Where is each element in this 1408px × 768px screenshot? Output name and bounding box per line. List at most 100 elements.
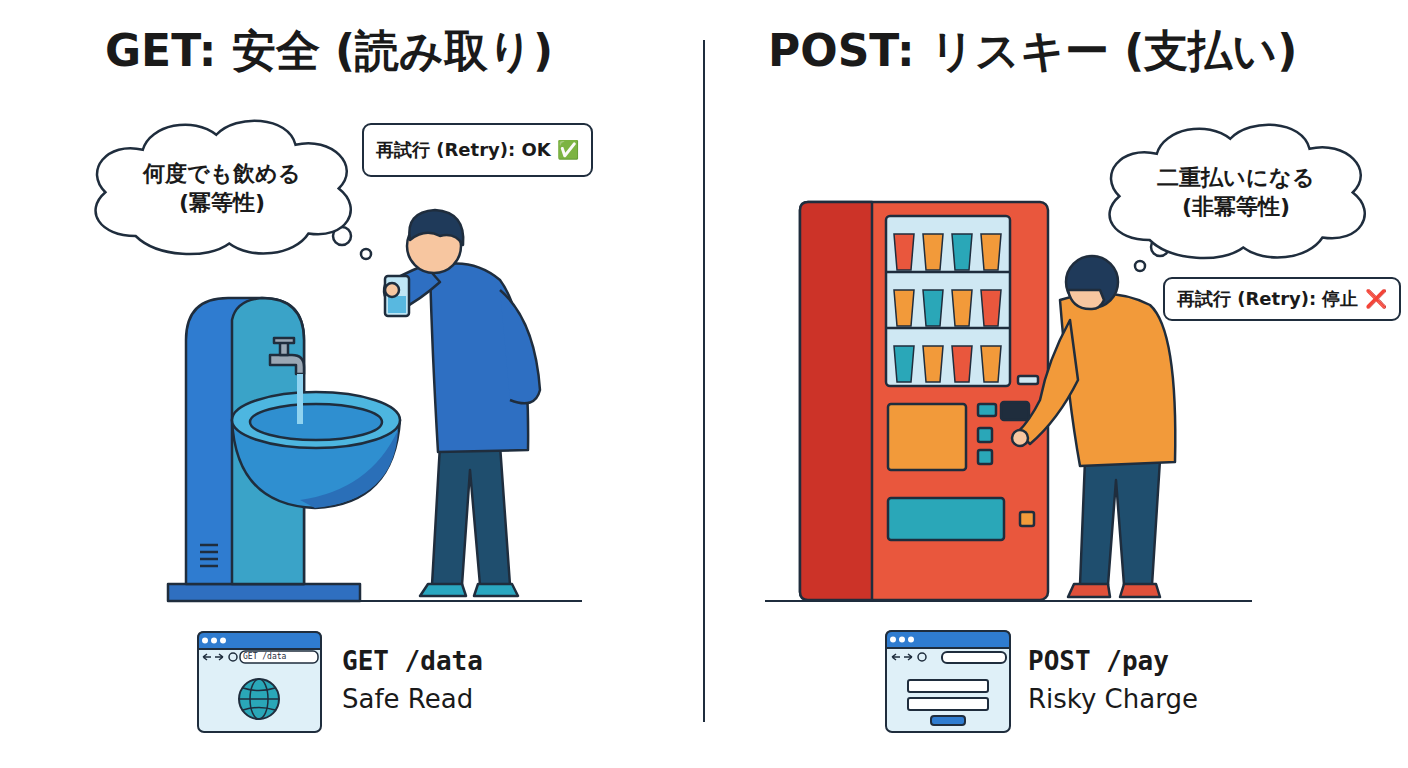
illustration-part [918, 653, 926, 661]
thought-cloud: 二重払いになる (非冪等性) [1092, 115, 1380, 265]
illustration-part [385, 276, 409, 316]
thought-cloud: 何度でも飲める (冪等性) [78, 111, 366, 261]
illustration-part [500, 290, 540, 403]
illustration-part [409, 210, 463, 245]
illustration-part [908, 637, 914, 643]
illustration-part [239, 698, 279, 700]
illustration-part [886, 631, 1010, 732]
illustration-part [908, 680, 988, 692]
illustration-part [384, 210, 540, 596]
illustration-part [1109, 125, 1364, 258]
illustration-part [203, 654, 223, 660]
illustration-part [1080, 460, 1160, 585]
illustration-part [888, 498, 1004, 540]
illustration-part [1068, 584, 1110, 597]
illustration-part [886, 271, 1010, 274]
illustration-part [908, 698, 988, 710]
illustration-part [978, 404, 996, 416]
illustration-part [952, 290, 972, 326]
endpoint-text: GET /data [342, 646, 483, 676]
illustration-part [200, 558, 218, 561]
illustration-part [703, 40, 705, 722]
illustration-part [239, 679, 279, 719]
illustration-part [923, 234, 943, 270]
illustration-part [890, 637, 914, 643]
illustration-part [894, 290, 914, 326]
illustration-part [243, 688, 275, 710]
illustration-part [800, 202, 1048, 600]
illustration-part [270, 355, 304, 374]
illustration-part [894, 234, 914, 270]
illustration-part [200, 551, 218, 554]
panel-title: GET: 安全 (読み取り) [105, 22, 553, 81]
illustration-part [200, 544, 218, 547]
illustration-part [800, 202, 1048, 600]
illustration-part [890, 637, 896, 643]
badge-text: 再試行 (Retry): 停止 ❌ [1177, 287, 1387, 311]
illustration-part [894, 346, 914, 382]
illustration-part [981, 346, 1001, 382]
illustration-part [1120, 584, 1160, 597]
illustration-part [198, 632, 321, 732]
illustration-part [952, 346, 972, 382]
illustration-part [800, 202, 872, 600]
illustration-part [1018, 320, 1078, 444]
illustration-part [168, 584, 360, 601]
illustration-part [202, 638, 208, 644]
illustration-part [274, 338, 294, 343]
illustration-part [198, 632, 321, 649]
illustration-part [1001, 402, 1029, 420]
browser-window: GET /data [197, 631, 322, 733]
illustration-part [886, 631, 1010, 732]
panel-title: POST: リスキー (支払い) [768, 22, 1297, 81]
illustration-part [952, 234, 972, 270]
illustration-part [888, 404, 966, 470]
illustration-part [894, 234, 1001, 382]
thought-text: 何度でも飲める (冪等性) [133, 160, 311, 217]
illustration-part [886, 327, 1010, 330]
illustration-part [1018, 376, 1038, 384]
illustration-part [892, 654, 912, 660]
illustration-part [388, 296, 406, 313]
illustration-part [211, 638, 217, 644]
illustration-part [923, 290, 943, 326]
illustration-part [899, 637, 905, 643]
endpoint-text: POST /pay [1028, 646, 1169, 676]
caption-text: Safe Read [342, 684, 473, 714]
illustration-part [981, 290, 1001, 326]
illustration-part [229, 653, 237, 661]
illustration-part [1012, 430, 1028, 446]
illustration-part [432, 445, 510, 585]
illustration-part [297, 374, 303, 424]
illustration-part [923, 346, 943, 382]
illustration-part [1020, 512, 1034, 526]
illustration-part [95, 121, 350, 254]
illustration-part [1135, 261, 1145, 271]
illustration-part [385, 283, 399, 297]
illustration-part [240, 651, 318, 663]
illustration-part [1068, 290, 1104, 309]
illustration-part [978, 428, 992, 442]
illustration-part [361, 249, 371, 259]
illustration-part [886, 631, 1010, 648]
illustration-part [250, 404, 382, 440]
illustration-part [1012, 256, 1175, 597]
badge-text: 再試行 (Retry): OK ✅ [376, 138, 579, 162]
retry-badge: 再試行 (Retry): OK ✅ [362, 123, 593, 177]
url-text: GET /data [243, 652, 286, 661]
illustration-part [168, 298, 400, 601]
illustration-part [886, 216, 1010, 386]
illustration-part [200, 565, 218, 568]
illustration-part [931, 716, 965, 725]
illustration-part [474, 584, 518, 596]
illustration-part [220, 638, 226, 644]
caption-text: Risky Charge [1028, 684, 1198, 714]
illustration-part [420, 584, 466, 596]
browser-icon [197, 631, 322, 733]
thought-text: 二重払いになる (非冪等性) [1147, 164, 1325, 221]
illustration-part [232, 392, 400, 448]
illustration-part [978, 450, 992, 464]
illustration-part [942, 652, 1006, 663]
illustration-part [981, 234, 1001, 270]
retry-badge: 再試行 (Retry): 停止 ❌ [1163, 277, 1401, 321]
